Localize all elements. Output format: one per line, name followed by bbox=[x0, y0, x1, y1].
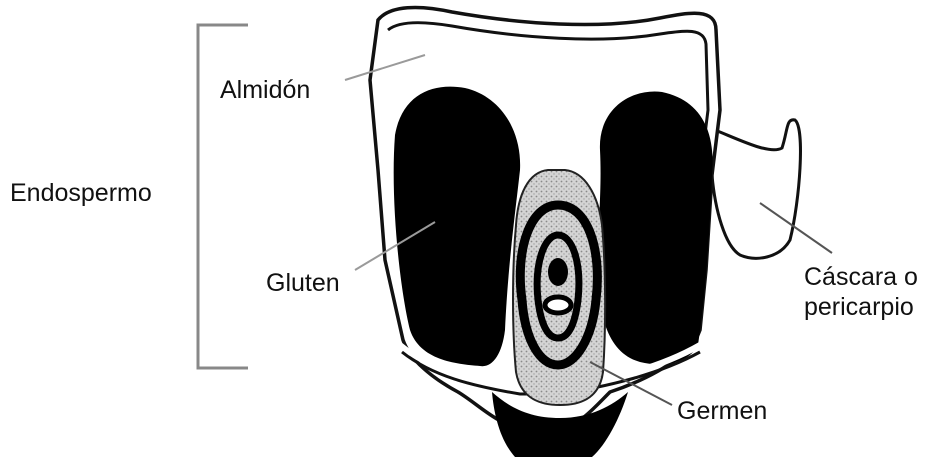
label-germ: Germen bbox=[677, 396, 767, 426]
germ-core bbox=[548, 258, 568, 286]
label-husk-line2: pericarpio bbox=[804, 292, 918, 322]
germ-center bbox=[545, 297, 571, 313]
label-gluten: Gluten bbox=[266, 268, 340, 298]
label-husk: Cáscara o pericarpio bbox=[804, 262, 918, 322]
label-husk-line1: Cáscara o bbox=[804, 262, 918, 292]
husk-flap bbox=[712, 120, 800, 258]
gluten-lobe-left bbox=[394, 87, 520, 367]
label-endosperm: Endospermo bbox=[10, 178, 152, 208]
label-starch: Almidón bbox=[220, 75, 310, 105]
gluten-lobe-right bbox=[598, 92, 713, 365]
